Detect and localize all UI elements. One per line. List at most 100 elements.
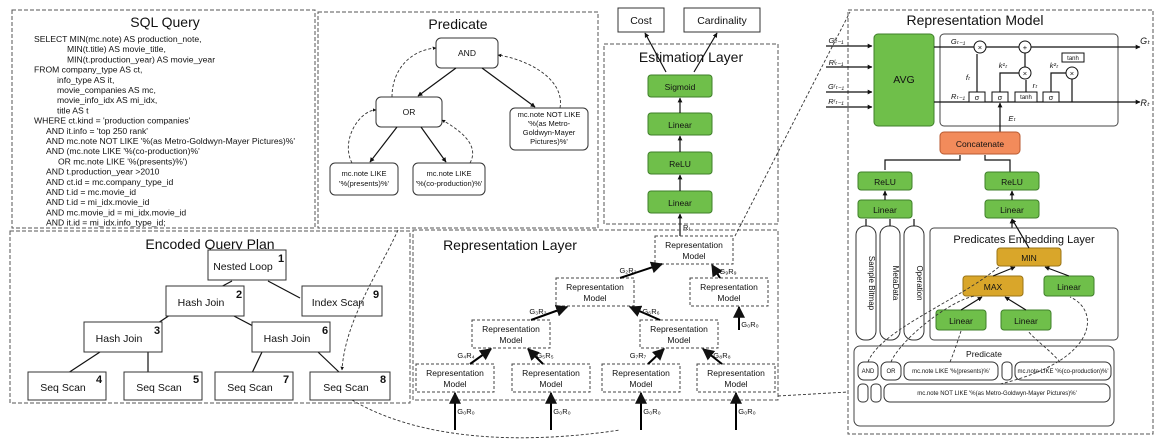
g4r4-label: G₄R₄: [457, 351, 474, 360]
relu-block: [984, 171, 1040, 191]
relu-block: [857, 171, 913, 191]
g3r3-label: G₃R₃: [529, 307, 546, 316]
relu-label: ReLU: [874, 177, 896, 187]
relu-label: ReLU: [669, 159, 691, 169]
rm-text: Model: [724, 379, 747, 389]
return-edge: [497, 53, 561, 109]
tanh-label: tanh: [1020, 95, 1032, 101]
edge: [960, 296, 983, 311]
or-node-label: OR: [403, 107, 416, 117]
edge: [1011, 218, 1030, 249]
linear-label: Linear: [668, 120, 692, 130]
rm-edge: [527, 348, 544, 365]
r1-label: R₁: [683, 223, 691, 232]
plan-panel-title: Encoded Query Plan: [145, 236, 274, 252]
rm-edge: [469, 348, 492, 365]
g6r6-label: G₆R₆: [642, 307, 659, 316]
edge: [1044, 266, 1070, 277]
linear-label: Linear: [949, 316, 973, 326]
tanh-label: tanh: [1067, 56, 1079, 62]
rm-text: Model: [682, 251, 705, 261]
sql-line: AND (mc.note LIKE '%(co-production)%': [46, 146, 200, 156]
cost-label: Cost: [630, 15, 652, 27]
plan-edge: [267, 280, 301, 299]
predicate-link: [340, 229, 399, 371]
return-edge: [391, 46, 437, 98]
rm-text: Representation: [482, 324, 540, 334]
plan-node-number: 5: [193, 374, 199, 386]
token-slot: [1001, 361, 1013, 381]
token-link: [949, 330, 962, 363]
predicates-embedding-layer: [929, 227, 1119, 341]
g0r0-label: G₀R₀: [643, 407, 660, 416]
or-node: [375, 96, 443, 128]
sql-line: movie_companies AS mc,: [57, 85, 156, 95]
g-right-label: Gʳₜ₋₁: [828, 82, 845, 91]
max-label: MAX: [984, 282, 1003, 292]
gate-line: [1050, 72, 1066, 92]
sql-line: AND it.info = 'top 250 rank': [46, 126, 148, 136]
edge-to-cost: [644, 32, 667, 73]
sql-line: movie_info_idx AS mi_idx,: [57, 95, 157, 105]
g7r7-label: G₇R₇: [630, 351, 647, 360]
plan-node-label: Nested Loop: [213, 261, 273, 273]
tanh-block: [1061, 52, 1085, 63]
sql-line: AND t.id = mc.movie_id: [46, 187, 136, 197]
relu-label: ReLU: [1001, 177, 1023, 187]
rm-text: Model: [717, 293, 740, 303]
rm-edge: [647, 348, 665, 365]
not-like-node: [509, 107, 589, 151]
rm-text: Representation: [707, 368, 765, 378]
avg-label: AVG: [893, 74, 914, 86]
representation-layer-title: Representation Layer: [443, 237, 577, 253]
r-t-label: Rₜ: [1140, 98, 1149, 108]
coproduction-node: [412, 162, 486, 196]
sigmoid-label: Sigmoid: [665, 82, 696, 92]
and-node-label: AND: [458, 48, 476, 58]
plan-node-label: Hash Join: [178, 297, 225, 309]
g-t1-label: Gₜ₋₁: [951, 37, 966, 46]
presents-token-label: mc.note LIKE '%(presents)%': [912, 369, 990, 375]
not-like-line: Goldwyn-Mayer: [523, 128, 576, 137]
sql-line: AND ct.id = mc.company_type_id: [46, 177, 174, 187]
rm-edge: [628, 305, 661, 321]
edge: [992, 266, 1016, 277]
plan-node-number: 2: [236, 289, 242, 301]
g-t-label: Gₜ: [1140, 36, 1150, 46]
plan-node-number: 3: [154, 325, 160, 337]
rm-node-top: Representation Model: [654, 235, 734, 265]
concat-in: [884, 155, 961, 170]
plan-node-nested-loop: [207, 249, 287, 281]
rep-model-title: Representation Model: [907, 12, 1044, 28]
plus-symbol: +: [1023, 43, 1028, 52]
plan-node-seq-scan: [214, 371, 294, 401]
plan-node-number: 6: [322, 325, 328, 337]
rm-node-l2-right: Representation Model: [689, 277, 769, 307]
predicate-panel: Predicate AND OR mc.note NOT LIKE '%(as …: [317, 11, 599, 229]
multiply-gate-icon: [973, 40, 987, 54]
e-t-label: Eₜ: [1008, 114, 1016, 123]
rm-text: Model: [583, 293, 606, 303]
rm-node-leaf: Representation Model: [511, 363, 591, 393]
plan-edge: [251, 351, 263, 374]
edge: [1004, 296, 1027, 311]
sql-query-panel: SQL Query SELECT MIN(mc.note) AS product…: [11, 9, 316, 229]
k2-label: k²ₜ: [1050, 61, 1059, 70]
and-token-label: AND: [862, 369, 875, 375]
return-edge: [441, 119, 474, 164]
rm-text: Model: [499, 335, 522, 345]
plan-node-label: Hash Join: [264, 333, 311, 345]
linear-label: Linear: [1000, 205, 1024, 215]
sigma-label: σ: [998, 93, 1003, 102]
avg-block: [873, 33, 935, 127]
rm-edge: [711, 263, 723, 279]
zoom-link: [351, 399, 621, 439]
sql-line: WHERE ct.kind = 'production companies': [34, 116, 191, 126]
times-symbol: ×: [1023, 69, 1027, 78]
edge-or-presents: [369, 126, 398, 163]
plan-node-label: Seq Scan: [40, 382, 86, 394]
rm-text: Model: [629, 379, 652, 389]
r-gate-label: rₜ: [1033, 81, 1038, 90]
presents-line: '%(presents)%': [339, 179, 390, 188]
or-token-label: OR: [887, 369, 897, 375]
